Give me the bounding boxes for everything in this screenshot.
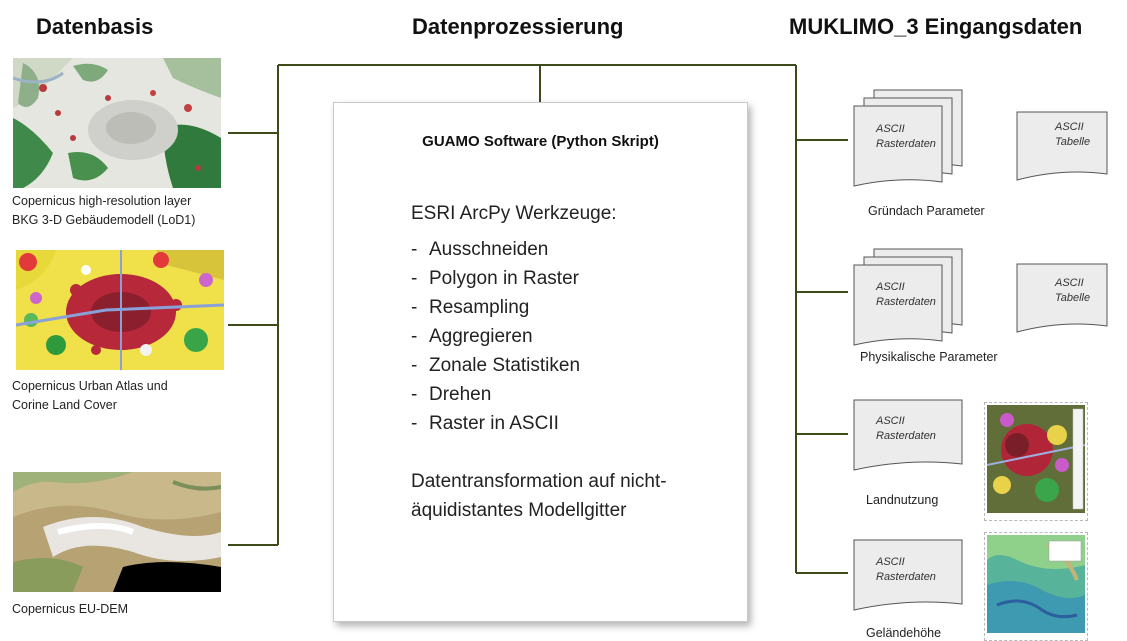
dem-thumbnail [13,472,221,592]
caption-line: Copernicus EU-DEM [12,602,129,616]
doc-label-line: ASCII [876,556,905,568]
caption-line: BKG 3-D Gebäudemodell (LoD1) [12,213,196,227]
source-caption-eu-dem: Copernicus EU-DEM [12,600,128,619]
doc-label-line: ASCII [876,415,905,427]
caption-line: Copernicus high-resolution layer [12,194,192,208]
doc-label-line: ASCII [1055,277,1084,289]
multi-document-icon [853,89,963,187]
source-caption-hrl: Copernicus high-resolution layer BKG 3-D… [12,192,195,230]
document-icon [1016,263,1108,333]
tools-list: Ausschneiden Polygon in Raster Resamplin… [411,235,580,438]
doc-label-line: Rasterdaten [876,571,936,583]
doc-label-rasterdaten: ASCII Rasterdaten [876,122,936,152]
landnutzung-map-thumbnail [984,402,1088,521]
tool-item: Polygon in Raster [411,264,580,293]
doc-label-rasterdaten: ASCII Rasterdaten [876,414,936,444]
urban-atlas-thumbnail [16,250,224,370]
tool-item: Raster in ASCII [411,409,580,438]
caption-line: Copernicus Urban Atlas und [12,379,168,393]
output-caption-gelaendehoehe: Geländehöhe [866,626,942,640]
satellite-thumbnail [13,58,221,188]
heading-eingangsdaten: MUKLIMO_3 Eingangsdaten [789,14,1083,39]
doc-label-tabelle: ASCII Tabelle [1055,276,1090,306]
tool-item: Zonale Statistiken [411,351,580,380]
document-icon [1016,111,1108,181]
doc-label-line: Rasterdaten [876,430,936,442]
document-icon [853,539,963,611]
doc-label-line: Tabelle [1055,136,1091,148]
elevation-map-thumbnail [984,532,1088,641]
tools-heading: ESRI ArcPy Werkzeuge: [411,203,617,224]
doc-label-line: Tabelle [1055,292,1091,304]
tool-item: Drehen [411,380,580,409]
multi-document-icon [853,248,963,346]
output-caption-landnutzung: Landnutzung [866,493,939,507]
processing-title: GUAMO Software (Python Skript) [422,133,659,150]
doc-label-line: ASCII [876,123,905,135]
heading-datenbasis: Datenbasis [36,14,154,39]
doc-label-line: ASCII [1055,121,1084,133]
source-caption-urban-atlas: Copernicus Urban Atlas und Corine Land C… [12,377,168,415]
tool-item: Resampling [411,293,580,322]
doc-label-rasterdaten: ASCII Rasterdaten [876,280,936,310]
tool-item: Aggregieren [411,322,580,351]
transform-text: Datentransformation auf nicht-äquidistan… [411,471,667,521]
doc-label-rasterdaten: ASCII Rasterdaten [876,555,936,585]
heading-datenprozessierung: Datenprozessierung [412,14,624,39]
output-caption-physikalisch: Physikalische Parameter [860,350,998,364]
doc-label-line: Rasterdaten [876,296,936,308]
tool-item: Ausschneiden [411,235,580,264]
output-caption-gruendach: Gründach Parameter [868,204,985,218]
doc-label-line: Rasterdaten [876,138,936,150]
document-icon [853,399,963,471]
doc-label-tabelle: ASCII Tabelle [1055,120,1090,150]
doc-label-line: ASCII [876,281,905,293]
processing-box: GUAMO Software (Python Skript) ESRI ArcP… [333,102,748,622]
caption-line: Corine Land Cover [12,398,117,412]
